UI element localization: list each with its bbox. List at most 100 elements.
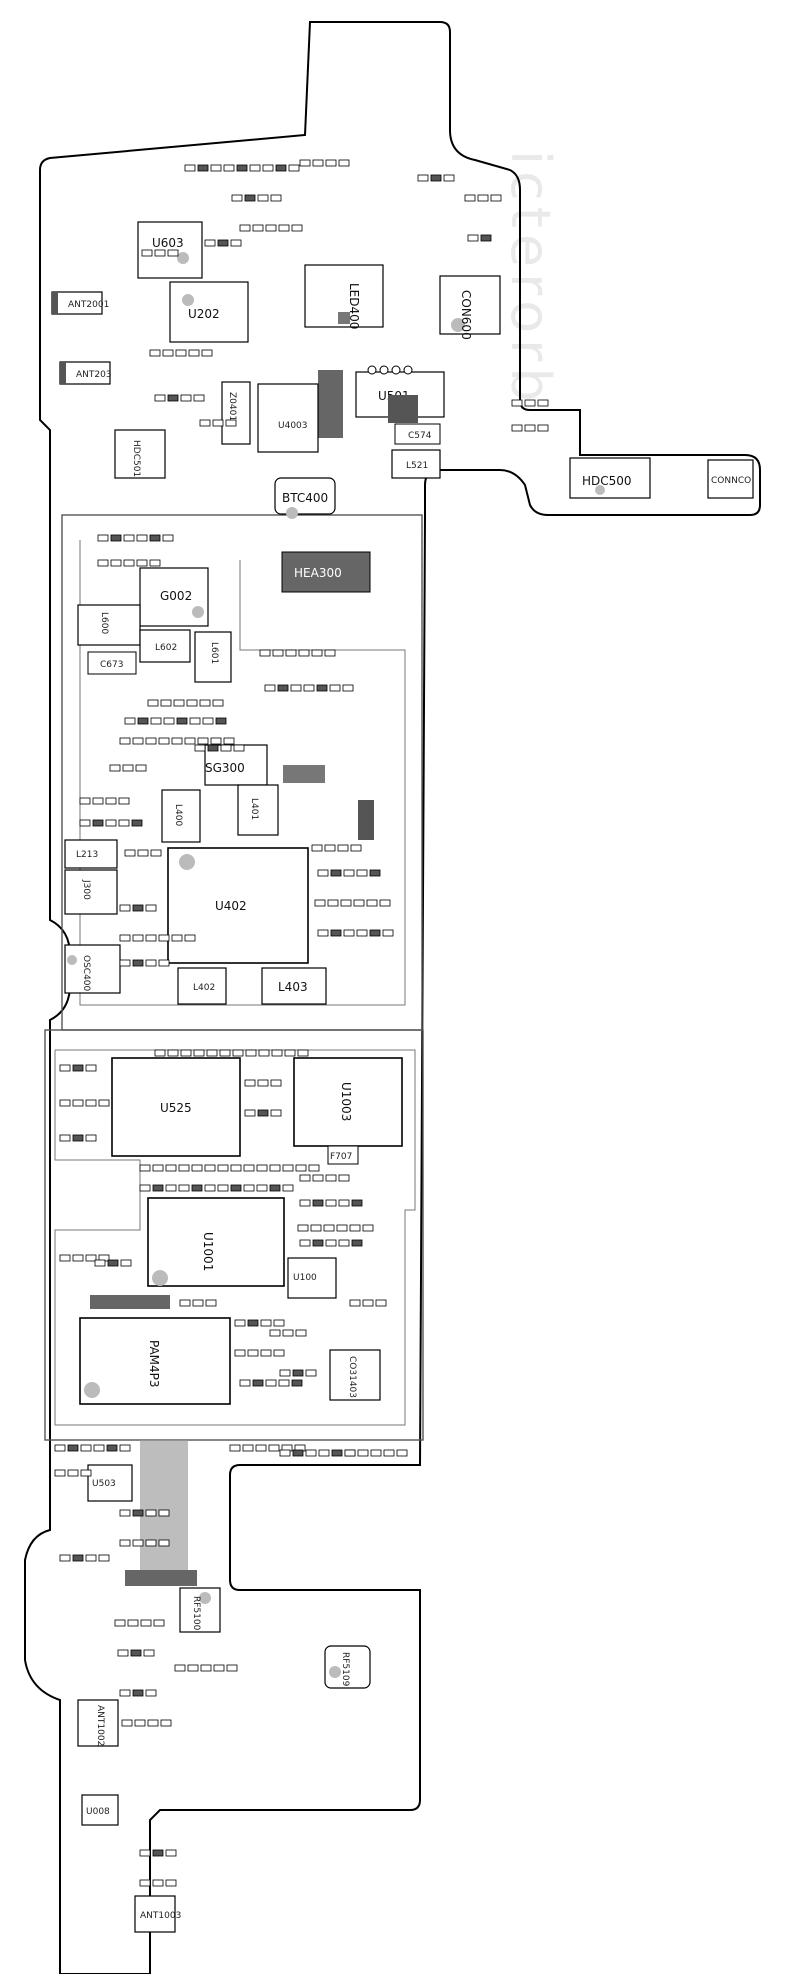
passive-part [79,819,91,827]
passive-part [269,1184,281,1192]
passive-part [210,737,222,745]
passive-part [184,737,196,745]
svg-text:HDC501: HDC501 [131,440,141,477]
svg-text:U1003: U1003 [339,1082,353,1121]
passive-part [184,934,196,942]
component-u503: U503 [87,1464,133,1502]
passive-part [207,744,219,752]
passive-part [258,1049,270,1057]
passive-part [375,1299,387,1307]
passive-part [165,1164,177,1172]
shield-region-lower-inner [54,1049,416,1426]
passive-part [270,194,282,202]
passive-part [239,1379,251,1387]
passive-part [180,394,192,402]
passive-part [188,349,200,357]
passive-part [121,1719,133,1727]
passive-part [477,194,489,202]
component-hdc500: HDC500 [569,457,651,499]
svg-text:U525: U525 [160,1101,192,1115]
passive-part [137,849,149,857]
passive-part [120,1259,132,1267]
passive-part [268,1444,280,1452]
svg-text:J300: J300 [81,879,91,900]
passive-part [106,1444,118,1452]
svg-text:C574: C574 [408,431,432,441]
passive-part [117,1649,129,1657]
passive-part [467,234,479,242]
passive-part [180,1049,192,1057]
passive-part [114,1619,126,1627]
passive-part [204,1184,216,1192]
passive-part [158,959,170,967]
passive-part [295,1329,307,1337]
passive-part [119,1444,131,1452]
passive-part [230,1164,242,1172]
passive-part [349,1224,361,1232]
passive-part [154,249,166,257]
passive-part [193,1049,205,1057]
passive-part [288,164,300,172]
component-l602: L602 [139,629,191,663]
passive-part [249,164,261,172]
passive-part [178,1164,190,1172]
passive-part [189,717,201,725]
passive-part [537,399,549,407]
passive-part [277,684,289,692]
passive-part [124,717,136,725]
passive-part [167,1049,179,1057]
passive-part [145,737,157,745]
passive-part [158,737,170,745]
passive-part [147,1719,159,1727]
passive-part [217,239,229,247]
component-u1001: U1001 [147,1197,285,1287]
passive-part [247,1349,259,1357]
passive-part [105,797,117,805]
passive-part [109,764,121,772]
passive-components [54,159,549,1887]
passive-part [134,1719,146,1727]
svg-text:PAM4P3: PAM4P3 [147,1340,161,1388]
passive-part [383,1449,395,1457]
passive-part [223,737,235,745]
passive-part [305,1449,317,1457]
passive-part [143,1649,155,1657]
passive-part [299,1199,311,1207]
passive-part [149,349,161,357]
passive-part [223,164,235,172]
svg-text:F707: F707 [330,1152,352,1162]
passive-part [67,1444,79,1452]
passive-part [312,1239,324,1247]
passive-part [330,929,342,937]
component-hea300: HEA300 [281,551,371,593]
passive-part [171,934,183,942]
passive-part [231,194,243,202]
passive-part [136,559,148,567]
passive-part [257,1079,269,1087]
passive-part [154,1049,166,1057]
passive-part [291,1379,303,1387]
component-c574: C574 [394,423,441,445]
passive-part [119,959,131,967]
passive-part [130,1649,142,1657]
passive-part [299,159,311,167]
passive-part [226,1664,238,1672]
passive-part [59,1554,71,1562]
passive-part [59,1254,71,1262]
component-l400: L400 [161,789,201,843]
passive-part [167,249,179,257]
passive-part [194,744,206,752]
passive-part [176,717,188,725]
passive-part [171,737,183,745]
passive-part [98,1099,110,1107]
passive-part [278,224,290,232]
passive-part [260,1319,272,1327]
passive-part [270,1109,282,1117]
passive-part [511,424,523,432]
passive-part [154,394,166,402]
svg-text:L602: L602 [155,643,177,653]
passive-part [173,699,185,707]
passive-part [80,1444,92,1452]
passive-part [145,1509,157,1517]
passive-part [279,1369,291,1377]
